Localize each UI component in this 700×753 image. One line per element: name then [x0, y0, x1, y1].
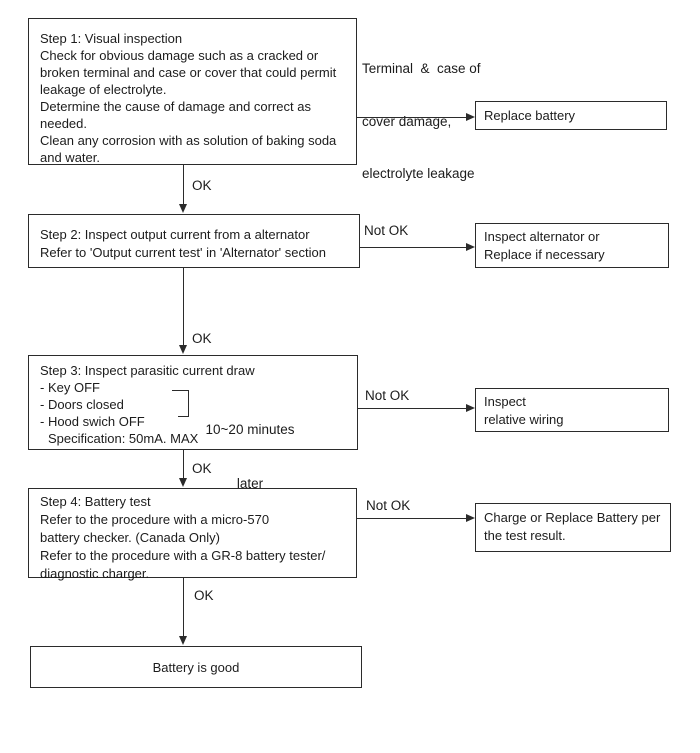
step1-line: Check for obvious damage such as a crack…: [40, 48, 319, 63]
step3-item: - Doors closed: [40, 397, 124, 412]
inspect-wiring-line: Inspect: [484, 394, 526, 409]
charge-or-replace-line: the test result.: [484, 528, 566, 543]
connector-step4-charge: [357, 518, 466, 519]
step1-line: needed.: [40, 116, 87, 131]
arrowhead-down-icon: [179, 345, 187, 354]
step1-line: broken terminal and case or cover that c…: [40, 65, 337, 80]
step4-line: Step 4: Battery test: [40, 494, 151, 509]
step2-line: Step 2: Inspect output current from a al…: [40, 227, 310, 242]
connector-step1-step2: [183, 165, 184, 204]
wait-note-line: later: [236, 476, 264, 491]
step4-line: diagnostic charger.: [40, 566, 150, 581]
charge-or-replace-line: Charge or Replace Battery per: [484, 510, 661, 525]
wait-note-line: 10~20 minutes: [205, 422, 295, 437]
arrowhead-down-icon: [179, 204, 187, 213]
charge-or-replace-box: Charge or Replace Battery per the test r…: [475, 503, 671, 552]
connector-step4-good: [183, 578, 184, 636]
replace-battery-box: Replace battery: [475, 101, 667, 130]
condition-note: Terminal & case of cover damage, electro…: [362, 25, 481, 218]
ok-label-1: OK: [192, 178, 212, 193]
bracket-bottom: [178, 416, 189, 417]
not-ok-label-3: Not OK: [366, 498, 411, 513]
condition-note-line: cover damage,: [362, 113, 452, 129]
step4-line: Refer to the procedure with a GR-8 batte…: [40, 548, 326, 563]
inspect-wiring-line: relative wiring: [484, 412, 564, 427]
step3-title: Step 3: Inspect parasitic current draw: [40, 363, 255, 378]
inspect-alternator-line: Replace if necessary: [484, 247, 605, 262]
step2-line: Refer to 'Output current test' in 'Alter…: [40, 245, 326, 260]
battery-good-box: Battery is good: [30, 646, 362, 688]
ok-label-2: OK: [192, 331, 212, 346]
step3-item: - Key OFF: [40, 380, 100, 395]
connector-step1-replace: [357, 117, 467, 118]
arrowhead-down-icon: [179, 636, 187, 645]
step4-line: battery checker. (Canada Only): [40, 530, 220, 545]
step1-line: Determine the cause of damage and correc…: [40, 99, 311, 114]
arrowhead-right-icon: [466, 514, 475, 522]
inspect-alternator-box: Inspect alternator or Replace if necessa…: [475, 223, 669, 268]
step1-line: Clean any corrosion with as solution of …: [40, 133, 337, 148]
battery-good-label: Battery is good: [152, 659, 240, 675]
step3-box: Step 3: Inspect parasitic current draw -…: [28, 355, 358, 450]
step3-spec: Specification: 50mA. MAX: [48, 431, 199, 446]
step1-line: leakage of electrolyte.: [40, 82, 167, 97]
arrowhead-right-icon: [466, 243, 475, 251]
connector-step3-wiring: [358, 408, 466, 409]
arrowhead-right-icon: [466, 404, 475, 412]
ok-label-3: OK: [192, 461, 212, 476]
step4-line: Refer to the procedure with a micro-570: [40, 512, 270, 527]
condition-note-line: Terminal & case of: [362, 61, 481, 76]
replace-battery-label: Replace battery: [484, 108, 576, 123]
connector-step2-alternator: [360, 247, 466, 248]
step3-item: - Hood swich OFF: [40, 414, 145, 429]
bracket-vertical: [188, 390, 189, 417]
inspect-wiring-box: Inspect relative wiring: [475, 388, 669, 432]
not-ok-label-2: Not OK: [365, 388, 410, 403]
wait-note: 10~20 minutes later: [200, 385, 300, 529]
bracket-top: [172, 390, 189, 391]
step4-box: Step 4: Battery test Refer to the proced…: [28, 488, 357, 581]
connector-step3-step4: [183, 450, 184, 478]
inspect-alternator-line: Inspect alternator or: [484, 229, 600, 244]
step1-box: Step 1: Visual inspection Check for obvi…: [28, 18, 357, 165]
condition-note-line: electrolyte leakage: [362, 166, 475, 181]
connector-step2-step3: [183, 268, 184, 345]
arrowhead-down-icon: [179, 478, 187, 487]
ok-label-4: OK: [194, 588, 214, 603]
step1-line: and water.: [40, 150, 100, 165]
arrowhead-right-icon: [466, 113, 475, 121]
not-ok-label-1: Not OK: [364, 223, 409, 238]
step2-box: Step 2: Inspect output current from a al…: [28, 214, 360, 268]
step1-line: Step 1: Visual inspection: [40, 31, 183, 46]
